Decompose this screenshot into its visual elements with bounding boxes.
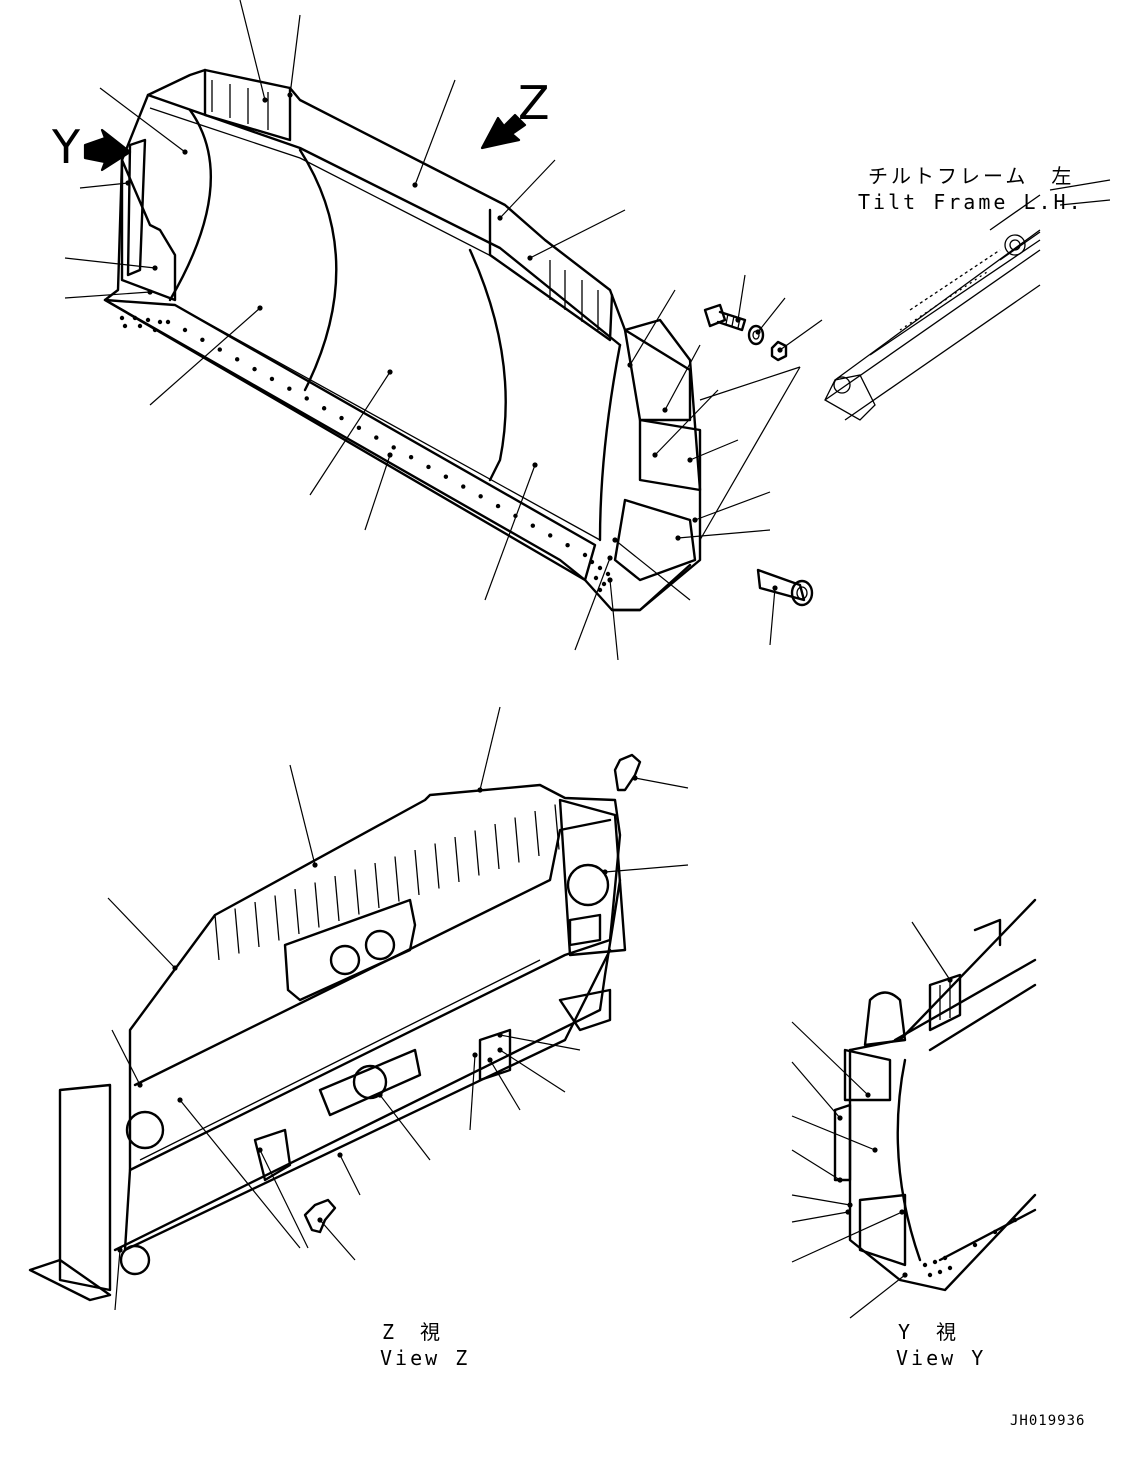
- view-z-arrow: [480, 113, 527, 150]
- tilt-frame-sketch: [699, 179, 1111, 541]
- view-y-arrow: [83, 128, 132, 172]
- view-z-drawing: [28, 753, 642, 1302]
- view-z-arrow-letter: Z: [518, 76, 550, 130]
- drawing-code: JH019936: [1010, 1413, 1086, 1429]
- bolt-set: [703, 303, 814, 607]
- view-z-caption-ja: Z 視: [382, 1320, 444, 1344]
- view-y-caption-ja: Y 視: [898, 1320, 960, 1344]
- view-y-leader-lines: [791, 921, 953, 1319]
- view-y-arrow-letter: Y: [52, 120, 81, 174]
- blade-main-view: [103, 68, 702, 612]
- tilt-frame-label-en: Tilt Frame L.H.: [858, 190, 1084, 214]
- view-z-caption-en: View Z: [380, 1346, 471, 1370]
- tilt-frame-label-ja: チルトフレーム 左: [868, 164, 1075, 188]
- view-y-caption-en: View Y: [896, 1346, 987, 1370]
- view-z-leader-lines: [107, 706, 689, 1311]
- view-y-drawing: [833, 898, 1037, 1292]
- main-view-leader-lines: [64, 0, 823, 661]
